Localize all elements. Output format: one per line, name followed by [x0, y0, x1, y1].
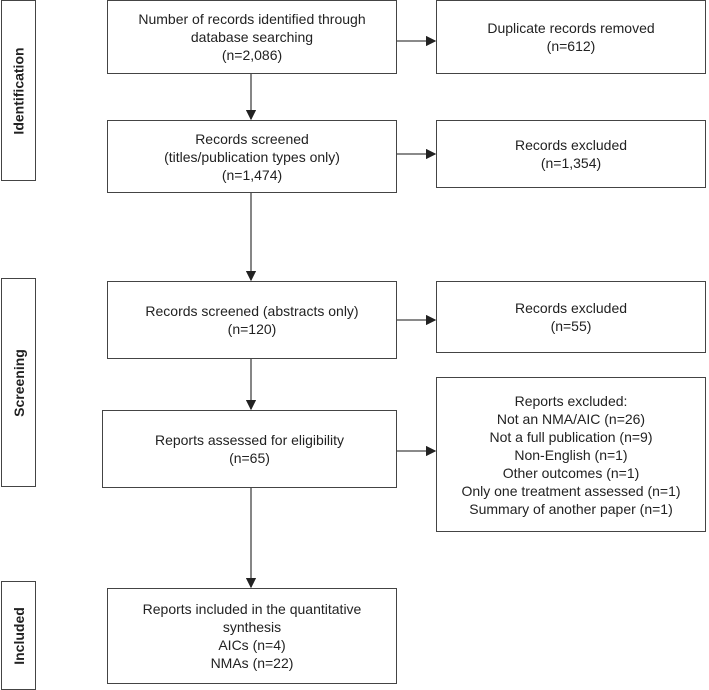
box-text-line: Not an NMA/AIC (n=26)	[496, 410, 646, 427]
box-text-line: Not a full publication (n=9)	[489, 428, 653, 445]
box-text-line: database searching	[190, 29, 314, 45]
box-excluded-abstracts: Records excluded (n=55)	[436, 281, 706, 353]
box-text-line: Records excluded	[514, 300, 628, 316]
box-text-line: AICs (n=4)	[218, 637, 286, 653]
phase-screening: Screening	[1, 278, 36, 487]
box-eligibility: Reports assessed for eligibility (n=65)	[102, 410, 397, 488]
box-text-line: Duplicate records removed	[487, 20, 655, 36]
box-text-line: (n=1,474)	[221, 166, 283, 183]
box-text-line: NMAs (n=22)	[210, 655, 294, 671]
box-text-line: (n=55)	[550, 318, 592, 334]
box-text-line: Non-English (n=1)	[514, 446, 628, 463]
box-text-line: (n=1,354)	[540, 155, 602, 171]
box-excluded-titles: Records excluded (n=1,354)	[436, 120, 706, 188]
box-text-line: Summary of another paper (n=1)	[469, 500, 673, 517]
box-text-line: Records screened	[195, 130, 309, 147]
box-text-line: Reports excluded:	[514, 392, 628, 409]
box-text-line: Reports assessed for eligibility	[154, 432, 345, 448]
box-text-line: Number of records identified through	[138, 11, 366, 27]
box-text-line: (n=612)	[546, 38, 596, 54]
box-text-line: (n=2,086)	[221, 47, 283, 63]
box-text-line: Reports included in the quantitative	[142, 601, 362, 617]
box-text-line: Records excluded	[514, 137, 628, 153]
phase-identification: Identification	[1, 0, 36, 181]
box-text-line: (titles/publication types only)	[164, 148, 340, 165]
box-text-line: synthesis	[222, 619, 282, 635]
box-text-line: Only one treatment assessed (n=1)	[461, 482, 681, 499]
box-duplicates: Duplicate records removed (n=612)	[436, 0, 706, 74]
box-reports-excluded: Reports excluded:Not an NMA/AIC (n=26)No…	[436, 377, 706, 532]
box-text-line: (n=65)	[229, 450, 270, 466]
box-text-line: Other outcomes (n=1)	[502, 464, 640, 481]
box-included: Reports included in the quantitative synt…	[107, 588, 397, 684]
box-identified: Number of records identified through data…	[107, 0, 397, 74]
box-text-line: Records screened (abstracts only)	[145, 303, 359, 319]
box-text-line: (n=120)	[227, 321, 277, 337]
box-screened-abstracts: Records screened (abstracts only) (n=120)	[107, 281, 397, 359]
box-screened-titles: Records screened(titles/publication type…	[107, 120, 397, 193]
